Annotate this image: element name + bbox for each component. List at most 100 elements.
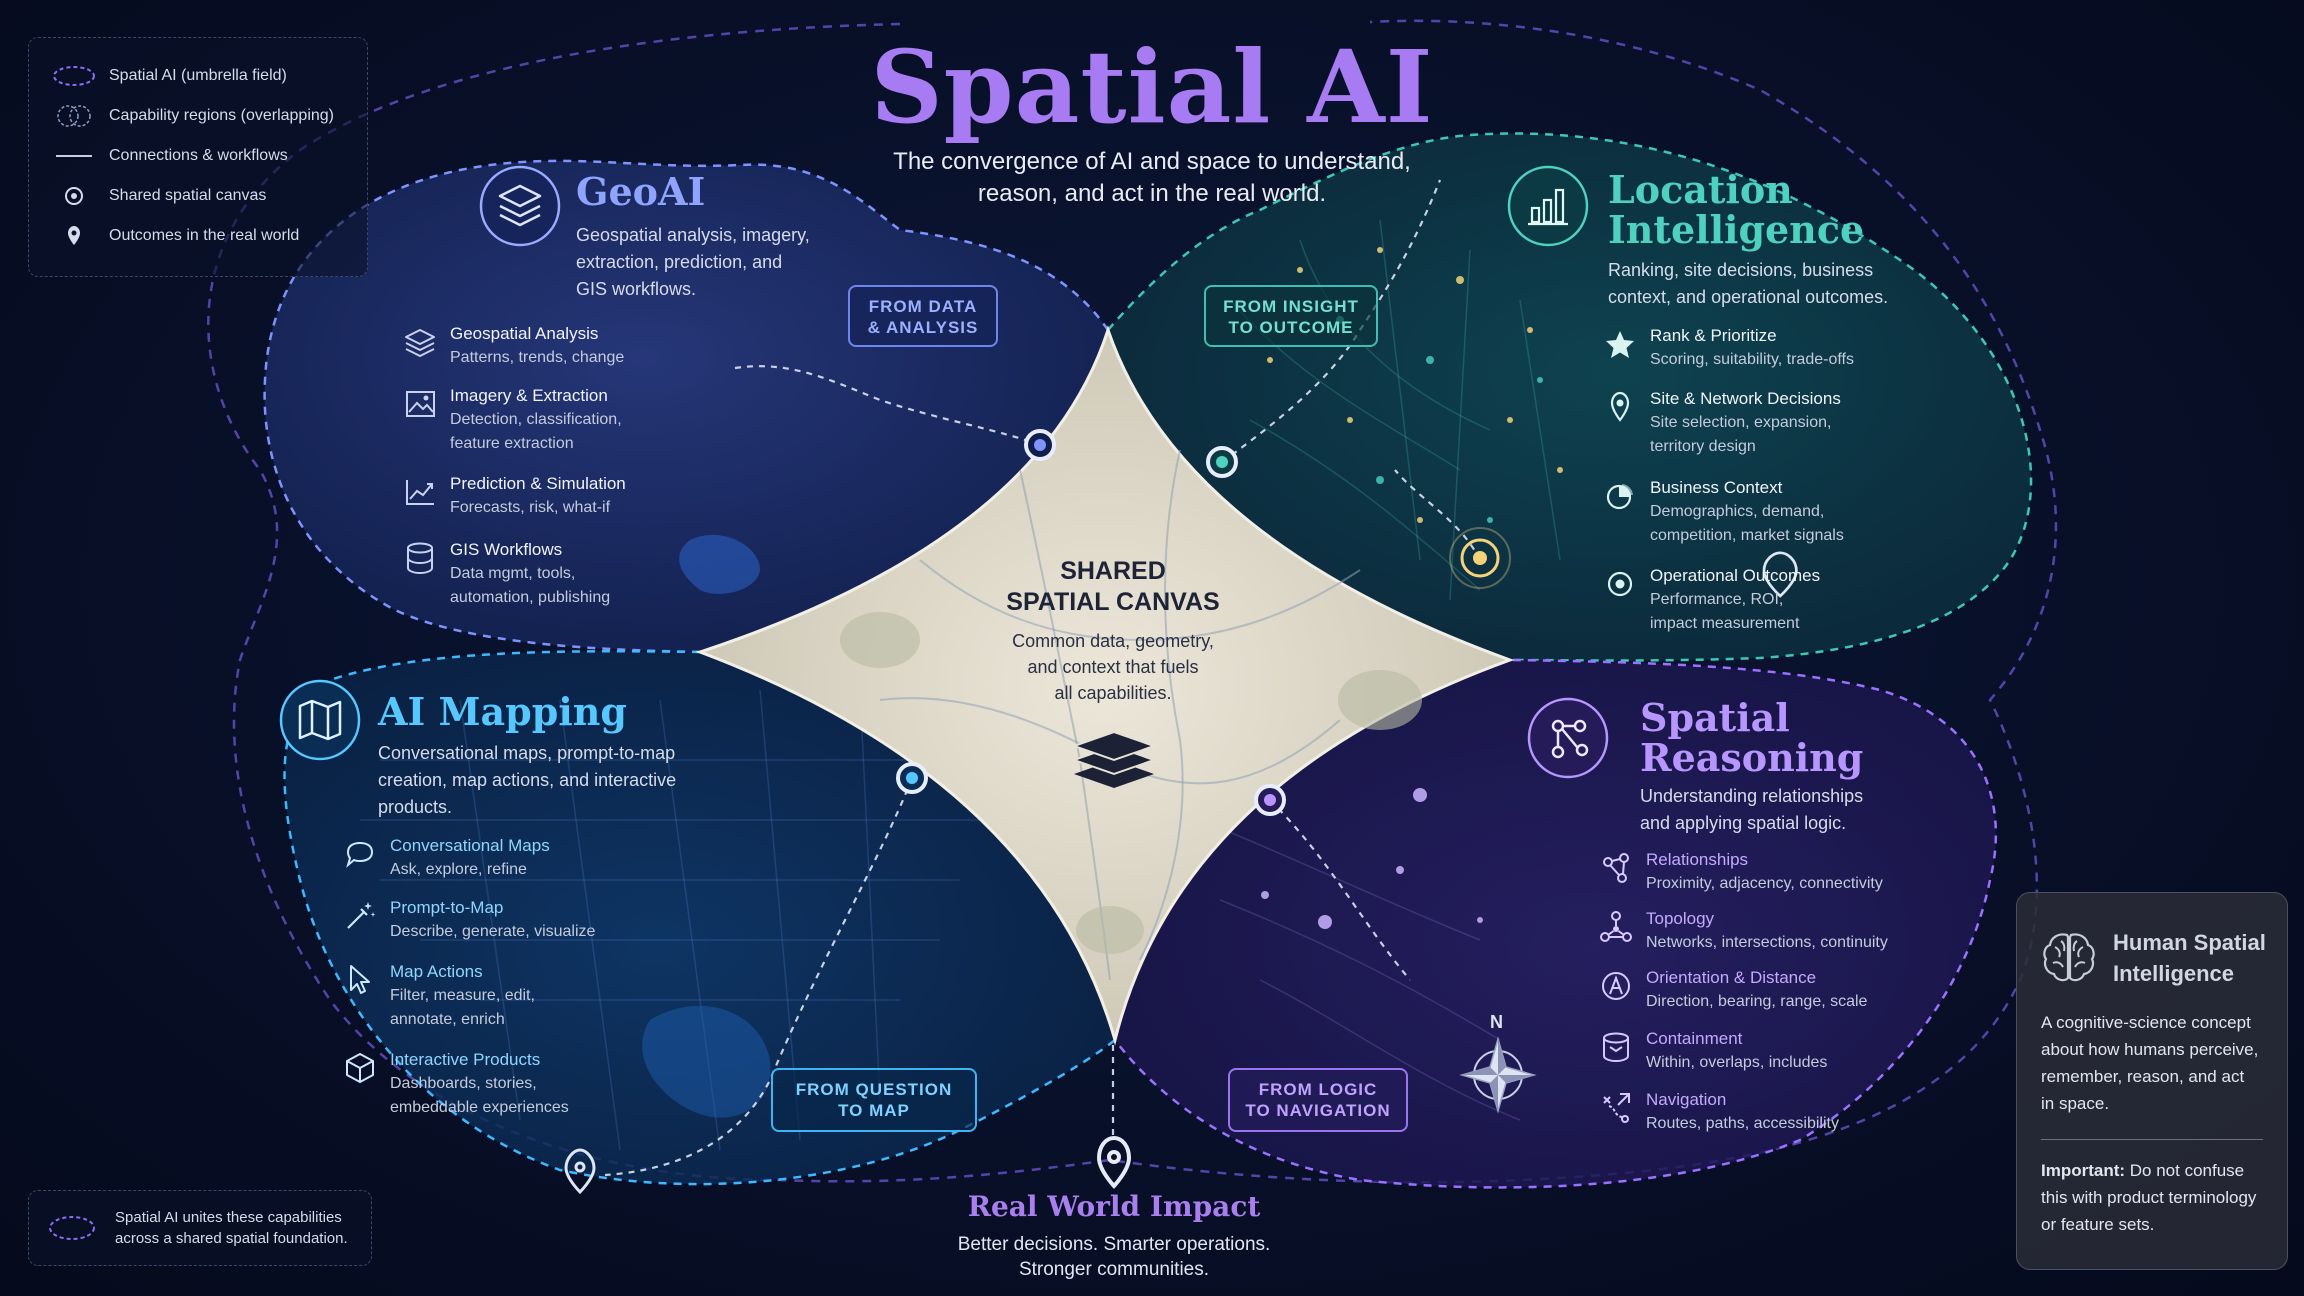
footnote-box: Spatial AI unites these capabilities acr…: [28, 1190, 372, 1266]
topology-icon: [1600, 911, 1632, 942]
compass-icon: [1459, 1036, 1537, 1114]
location-title: Location Intelligence: [1608, 167, 1865, 252]
database-icon: [407, 542, 433, 575]
geoai-region: [263, 159, 1110, 654]
location-target-icon: [1449, 527, 1511, 589]
cube-icon: [346, 1053, 374, 1083]
page-subtitle: The convergence of AI and space to under…: [893, 148, 1411, 207]
trend-chart-icon: [406, 480, 434, 505]
legend-item: Outcomes in the real world: [51, 224, 299, 248]
location-description: Ranking, site decisions, business contex…: [1608, 260, 1889, 307]
line-icon: [51, 144, 97, 168]
network-nodes-icon: [1527, 697, 1609, 779]
pie-chart-icon: [1606, 484, 1633, 510]
target-dot-icon: [51, 184, 97, 208]
reasoning-title: Spatial Reasoning: [1640, 695, 1864, 780]
footnote-text: Spatial AI unites these capabilities acr…: [115, 1209, 348, 1247]
folded-map-icon: [279, 679, 361, 761]
layers-icon: [479, 165, 561, 247]
mapping-icon-badge: [278, 678, 362, 762]
compass-north-label: N: [1490, 1012, 1503, 1032]
shared-canvas-description: Common data, geometry, and context that …: [1012, 631, 1214, 703]
location-icon-badge: [1506, 164, 1590, 248]
hsi-description: A cognitive-science concept about how hu…: [2041, 1013, 2259, 1113]
impact-title: Real World Impact: [967, 1190, 1261, 1223]
image-icon: [406, 391, 435, 417]
map-pin-icon: [1610, 391, 1630, 422]
impact-description: Better decisions. Smarter operations. St…: [957, 1234, 1271, 1280]
chat-bubble-icon: [346, 841, 374, 868]
legend-item: Shared spatial canvas: [51, 184, 266, 208]
geoai-description: Geospatial analysis, imagery, extraction…: [576, 225, 810, 299]
legend-item: Capability regions (overlapping): [51, 104, 334, 128]
page-title: Spatial AI: [870, 28, 1434, 146]
bar-chart-icon: [1507, 165, 1589, 247]
human-spatial-intelligence-card: Human Spatial Intelligence A cognitive-s…: [2016, 892, 2288, 1270]
magic-wand-icon: [347, 902, 376, 929]
hsi-title: Human Spatial Intelligence: [2113, 930, 2266, 986]
map-pin-icon: [51, 224, 97, 248]
location-region: [1106, 132, 2033, 662]
reasoning-description: Understanding relationships and applying…: [1640, 786, 1864, 833]
target-icon: [1607, 571, 1633, 597]
legend-item: Connections & workflows: [51, 144, 288, 168]
overlap-circles-icon: [51, 104, 97, 128]
map-pin-icon: [1762, 551, 1798, 598]
brain-icon: [2037, 925, 2101, 994]
umbrella-outline: [207, 19, 2058, 1184]
dashed-ellipse-icon: [47, 1213, 97, 1248]
canvas-nodes: [896, 429, 1286, 816]
star-icon: [1606, 331, 1634, 358]
stacked-layers-icon: [1066, 716, 1162, 792]
compass-a-icon: [1602, 972, 1630, 1000]
hsi-divider: [2041, 1139, 2263, 1140]
network-nodes-icon: [1603, 853, 1629, 883]
cylinder-icon: [1603, 1032, 1629, 1063]
geoai-title: GeoAI: [576, 169, 706, 214]
reasoning-icon-badge: [1526, 696, 1610, 780]
shared-canvas-shape: [695, 325, 1515, 1046]
route-icon: [1603, 1093, 1630, 1123]
reasoning-region: [1106, 650, 1998, 1189]
mapping-title: AI Mapping: [378, 689, 627, 734]
geoai-icon-badge: [478, 164, 562, 248]
dashed-ellipse-icon: [51, 64, 97, 88]
impact-pin-icon: [1096, 1135, 1132, 1189]
legend-box: Spatial AI (umbrella field) Capability r…: [28, 37, 368, 277]
legend-item: Spatial AI (umbrella field): [51, 64, 287, 88]
hsi-important-note: Important: Do not confuse this with prod…: [2041, 1161, 2257, 1234]
cursor-icon: [350, 965, 370, 994]
shared-canvas-title: SHARED SPATIAL CANVAS: [1006, 557, 1220, 616]
connector-location-target: [1394, 469, 1481, 561]
layers-icon: [405, 329, 435, 357]
mapping-description: Conversational maps, prompt-to-map creat…: [378, 743, 677, 817]
connector-mapping: [604, 777, 914, 1177]
workflow-pill-data-analysis: FROM DATA& ANALYSIS: [848, 285, 998, 347]
